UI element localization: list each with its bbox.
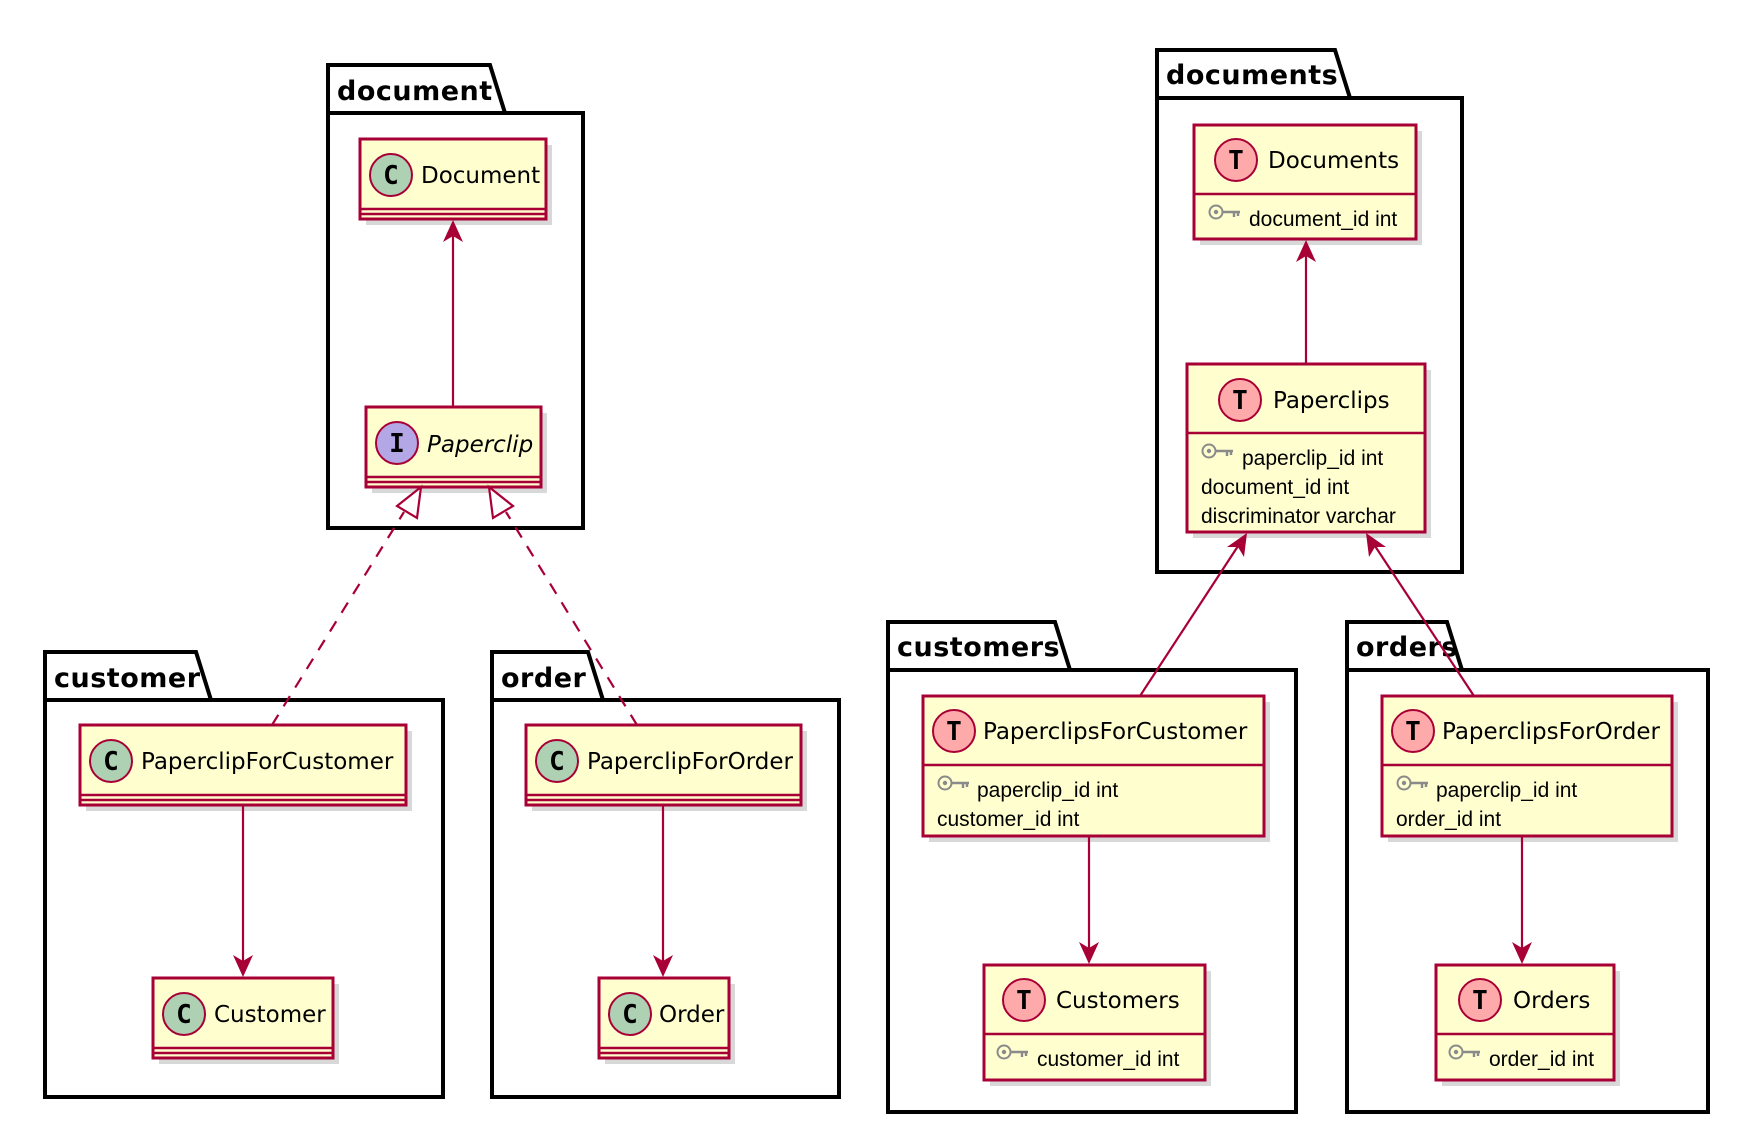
class-circle-icon: C bbox=[369, 153, 413, 197]
table-circle-icon: T bbox=[1458, 978, 1502, 1022]
interface-circle-icon: I bbox=[375, 421, 419, 465]
table-circle-icon: T bbox=[1391, 709, 1435, 753]
class-circle-icon: C bbox=[535, 739, 579, 783]
class-circle-icon: C bbox=[608, 992, 652, 1036]
svg-text:C: C bbox=[103, 747, 119, 777]
table-attribute: paperclip_id int bbox=[1436, 779, 1577, 802]
link-paperclip-for-customer-to-customer bbox=[233, 805, 253, 977]
class-paperclip-for-customer[interactable]: C PaperclipForCustomer bbox=[78, 723, 412, 811]
svg-text:C: C bbox=[176, 1000, 192, 1030]
interface-name: Paperclip bbox=[427, 432, 533, 458]
table-documents[interactable]: T Documents document_id int bbox=[1192, 123, 1422, 245]
table-customers[interactable]: T Customers customer_id int bbox=[982, 963, 1211, 1086]
table-name: Orders bbox=[1513, 988, 1590, 1014]
table-attribute: order_id int bbox=[1489, 1048, 1594, 1071]
table-paperclips[interactable]: T Paperclips paperclip_id int document_i… bbox=[1185, 362, 1431, 538]
svg-text:T: T bbox=[946, 717, 962, 747]
class-circle-icon: C bbox=[162, 992, 206, 1036]
svg-text:T: T bbox=[1405, 717, 1421, 747]
package-label-customers: customers bbox=[897, 632, 1060, 663]
svg-text:C: C bbox=[383, 161, 399, 191]
table-name: PaperclipsForOrder bbox=[1442, 719, 1660, 745]
package-label-documents: documents bbox=[1166, 60, 1338, 91]
package-label-orders: orders bbox=[1356, 632, 1458, 663]
class-name: Document bbox=[421, 163, 540, 189]
table-name: PaperclipsForCustomer bbox=[983, 719, 1248, 745]
class-name: PaperclipForCustomer bbox=[141, 749, 394, 775]
link-paperclips-for-customer-to-customers bbox=[1079, 836, 1099, 964]
package-label-customer: customer bbox=[54, 663, 201, 694]
link-paperclips-to-documents bbox=[1296, 240, 1316, 364]
table-attribute: document_id int bbox=[1249, 208, 1397, 231]
svg-text:T: T bbox=[1228, 146, 1244, 176]
svg-text:I: I bbox=[389, 429, 405, 459]
table-name: Documents bbox=[1268, 148, 1399, 174]
link-paperclip-for-order-to-order bbox=[653, 805, 673, 977]
svg-text:T: T bbox=[1472, 986, 1488, 1016]
link-paperclips-for-order-to-orders bbox=[1512, 836, 1532, 964]
class-document[interactable]: C Document bbox=[358, 137, 552, 225]
svg-text:T: T bbox=[1016, 986, 1032, 1016]
class-paperclip-for-order[interactable]: C PaperclipForOrder bbox=[524, 723, 807, 811]
table-attribute: customer_id int bbox=[937, 808, 1080, 831]
link-realization-order bbox=[487, 484, 638, 726]
package-label-order: order bbox=[501, 663, 587, 694]
class-name: Order bbox=[659, 1002, 725, 1028]
class-circle-icon: C bbox=[89, 739, 133, 783]
svg-text:C: C bbox=[622, 1000, 638, 1030]
link-paperclip-to-document bbox=[443, 220, 463, 407]
class-order[interactable]: C Order bbox=[597, 976, 735, 1064]
package-label-document: document bbox=[337, 76, 493, 107]
table-attribute: customer_id int bbox=[1037, 1048, 1180, 1071]
class-name: PaperclipForOrder bbox=[587, 749, 793, 775]
link-paperclips-for-customer-to-paperclips bbox=[1139, 533, 1247, 697]
table-paperclips-for-customer[interactable]: T PaperclipsForCustomer paperclip_id int… bbox=[921, 694, 1270, 842]
table-name: Customers bbox=[1056, 988, 1180, 1014]
table-orders[interactable]: T Orders order_id int bbox=[1434, 963, 1620, 1086]
table-circle-icon: T bbox=[932, 709, 976, 753]
table-attribute: document_id int bbox=[1201, 476, 1349, 499]
table-name: Paperclips bbox=[1273, 388, 1390, 414]
svg-text:T: T bbox=[1232, 386, 1248, 416]
link-realization-customer bbox=[271, 484, 423, 726]
table-attribute: paperclip_id int bbox=[977, 779, 1118, 802]
link-paperclips-for-order-to-paperclips bbox=[1366, 533, 1475, 697]
interface-paperclip[interactable]: I Paperclip bbox=[364, 405, 547, 493]
table-attribute: paperclip_id int bbox=[1242, 447, 1383, 470]
svg-text:C: C bbox=[549, 747, 565, 777]
class-customer[interactable]: C Customer bbox=[151, 976, 339, 1064]
table-circle-icon: T bbox=[1218, 378, 1262, 422]
table-paperclips-for-order[interactable]: T PaperclipsForOrder paperclip_id int or… bbox=[1380, 694, 1678, 842]
table-circle-icon: T bbox=[1214, 138, 1258, 182]
class-name: Customer bbox=[214, 1002, 326, 1028]
table-attribute: order_id int bbox=[1396, 808, 1501, 831]
table-circle-icon: T bbox=[1002, 978, 1046, 1022]
table-attribute: discriminator varchar bbox=[1201, 505, 1396, 528]
